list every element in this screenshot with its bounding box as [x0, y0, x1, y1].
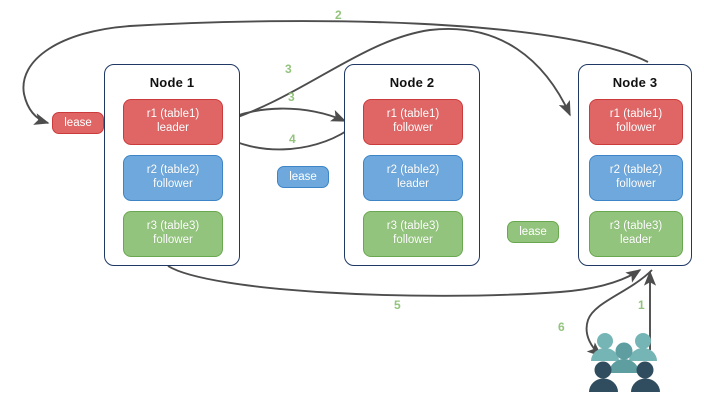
lease-badge-blue[interactable]: lease	[277, 166, 329, 188]
replica-role: follower	[153, 178, 193, 190]
step-label-3a: 3	[285, 62, 292, 76]
replica-r2-node3[interactable]: r2 (table2) follower	[589, 155, 683, 201]
replica-r1-node3[interactable]: r1 (table1) follower	[589, 99, 683, 145]
replica-name: r1 (table1)	[609, 108, 663, 121]
node-container-2: Node 2 r1 (table1) follower r2 (table2) …	[344, 64, 480, 266]
node-container-1: Node 1 r1 (table1) leader r2 (table2) fo…	[104, 64, 240, 266]
replica-name: r1 (table1)	[386, 108, 440, 121]
step-label-3b: 3	[288, 90, 295, 104]
replica-r3-node1[interactable]: r3 (table3) follower	[123, 211, 223, 257]
replica-name: r1 (table1)	[146, 108, 200, 121]
replica-r3-node2[interactable]: r3 (table3) follower	[363, 211, 463, 257]
lease-badge-red[interactable]: lease	[52, 112, 104, 134]
users-icon[interactable]	[588, 330, 664, 396]
replica-role: follower	[153, 234, 193, 246]
replica-role: follower	[616, 178, 656, 190]
replica-role: follower	[393, 234, 433, 246]
lease-badge-green[interactable]: lease	[507, 221, 559, 243]
step-label-6: 6	[558, 320, 565, 334]
arrow-step-4	[220, 129, 349, 151]
step-label-5: 5	[394, 298, 401, 312]
step-label-2: 2	[335, 8, 342, 22]
replica-role: leader	[397, 178, 429, 190]
replica-name: r2 (table2)	[609, 164, 663, 177]
replica-r2-node2[interactable]: r2 (table2) leader	[363, 155, 463, 201]
replica-name: r2 (table2)	[146, 164, 200, 177]
node-title: Node 2	[389, 75, 435, 90]
replica-r1-node2[interactable]: r1 (table1) follower	[363, 99, 463, 145]
replica-name: r2 (table2)	[386, 164, 440, 177]
replica-r3-node3[interactable]: r3 (table3) leader	[589, 211, 683, 257]
replica-name: r3 (table3)	[146, 220, 200, 233]
step-label-4: 4	[289, 132, 296, 146]
node-title: Node 3	[612, 75, 658, 90]
replica-role: follower	[616, 122, 656, 134]
replica-name: r3 (table3)	[609, 220, 663, 233]
node-title: Node 1	[149, 75, 195, 90]
step-label-1: 1	[638, 298, 645, 312]
replica-role: leader	[620, 234, 652, 246]
replica-role: follower	[393, 122, 433, 134]
replica-r2-node1[interactable]: r2 (table2) follower	[123, 155, 223, 201]
replica-r1-node1[interactable]: r1 (table1) leader	[123, 99, 223, 145]
replica-role: leader	[157, 122, 189, 134]
node-container-3: Node 3 r1 (table1) follower r2 (table2) …	[578, 64, 692, 266]
replica-name: r3 (table3)	[386, 220, 440, 233]
arrow-step-5	[167, 265, 642, 297]
